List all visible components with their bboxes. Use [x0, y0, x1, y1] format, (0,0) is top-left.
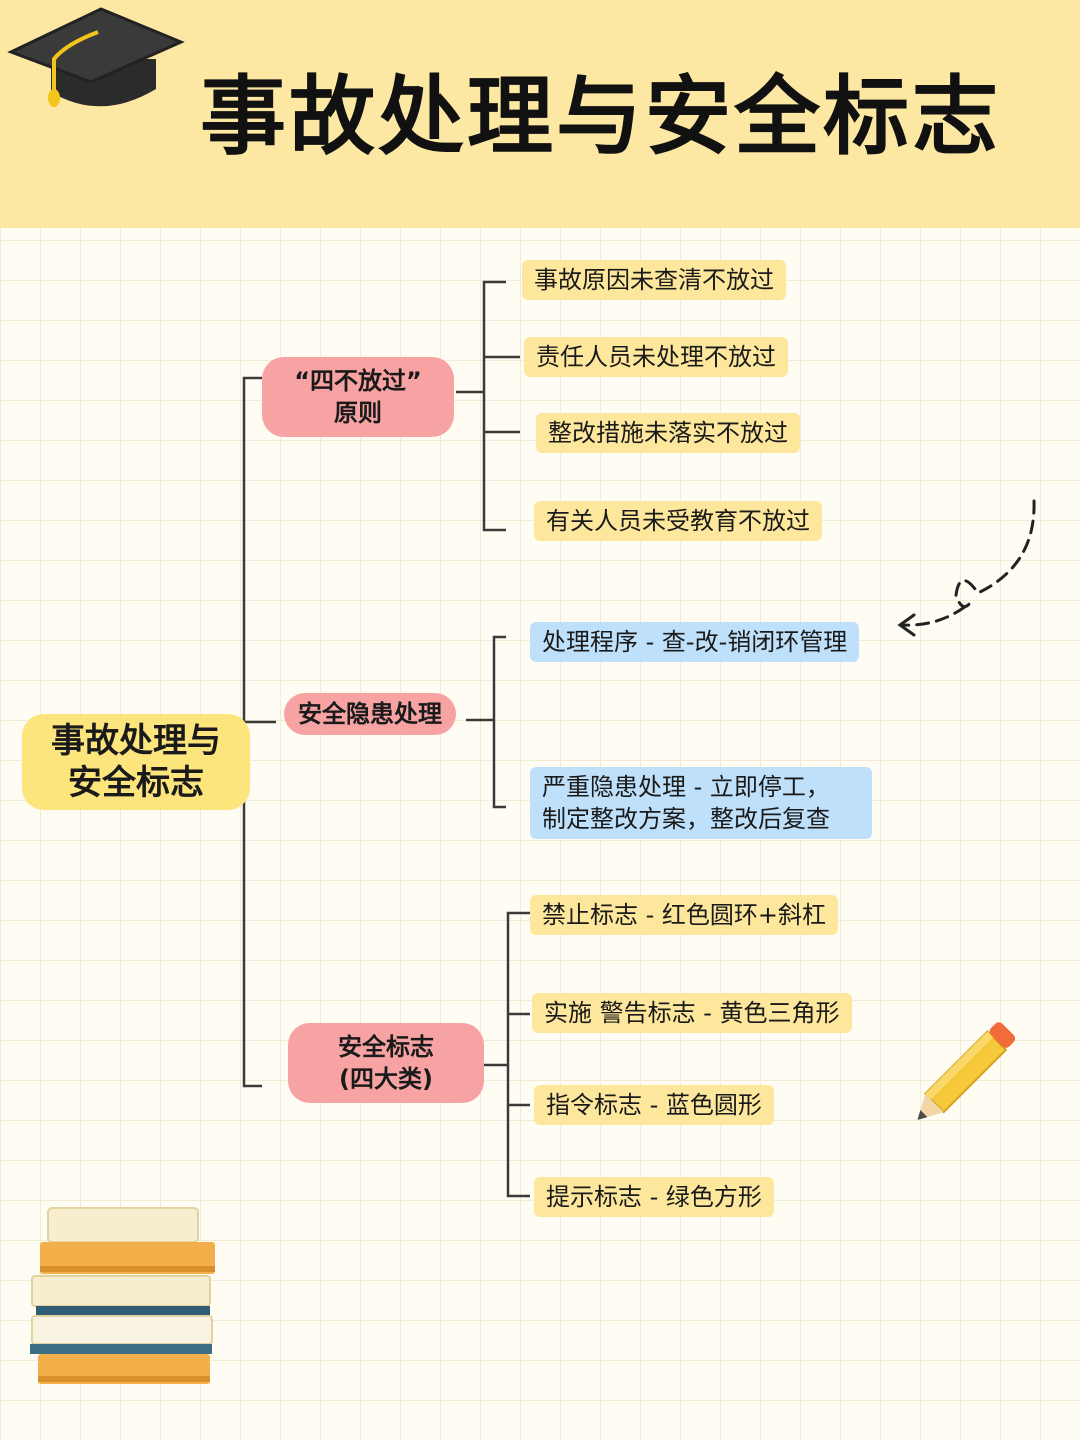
pencil-icon: [900, 1005, 1035, 1133]
leaf-item: 指令标志 - 蓝色圆形: [534, 1085, 774, 1125]
leaf-item: 责任人员未处理不放过: [524, 337, 788, 377]
books-stack-icon: [28, 1200, 223, 1390]
branch-node-safety-signs: 安全标志 (四大类): [288, 1023, 484, 1103]
branch-node-four-principles: “四不放过” 原则: [262, 357, 454, 437]
leaf-item: 严重隐患处理 - 立即停工， 制定整改方案，整改后复查: [530, 767, 872, 839]
branch-node-hazard-handling: 安全隐患处理: [284, 693, 456, 735]
leaf-item: 提示标志 - 绿色方形: [534, 1177, 774, 1217]
dashed-arrow-icon: [890, 495, 1050, 645]
leaf-item: 有关人员未受教育不放过: [534, 501, 822, 541]
leaf-item: 处理程序 - 查-改-销闭环管理: [530, 622, 859, 662]
leaf-item: 禁止标志 - 红色圆环+斜杠: [530, 895, 838, 935]
leaf-item: 整改措施未落实不放过: [536, 413, 800, 453]
leaf-item: 实施 警告标志 - 黄色三角形: [532, 993, 852, 1033]
root-node: 事故处理与 安全标志: [22, 714, 250, 810]
leaf-item: 事故原因未查清不放过: [522, 260, 786, 300]
